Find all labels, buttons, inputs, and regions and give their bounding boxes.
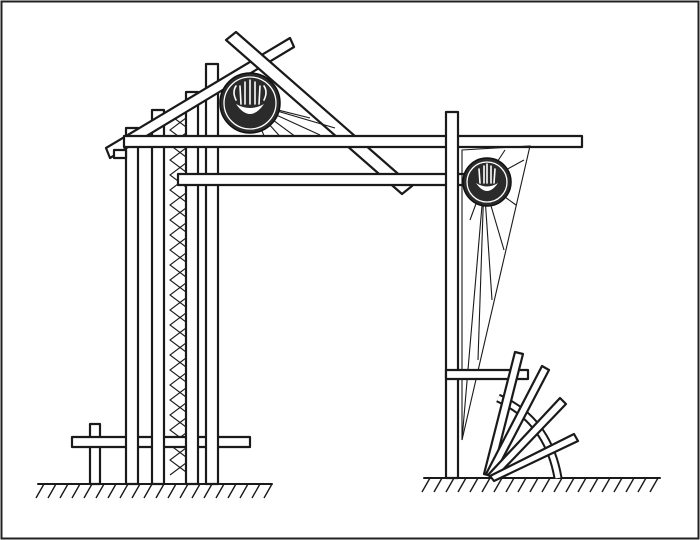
right-post-group (444, 110, 531, 480)
pole-1 (124, 126, 140, 486)
right-crossbar (444, 368, 530, 381)
pole-3 (184, 90, 200, 486)
upper-diagonal-pole (104, 36, 296, 160)
left-tower (70, 30, 584, 486)
pole-2 (150, 108, 166, 486)
middle-beam (176, 172, 480, 187)
pole-4 (204, 62, 220, 486)
lotus-emblem-icon (233, 79, 267, 114)
right-ground (421, 477, 661, 493)
right-post (444, 110, 460, 480)
short-stake (88, 422, 102, 486)
spoke-4 (488, 432, 580, 483)
right-emblem (462, 157, 512, 207)
left-ground (35, 483, 273, 499)
lotus-emblem-icon (476, 163, 498, 191)
beam-end-cap (112, 148, 128, 160)
left-emblem (219, 72, 281, 134)
spoked-wheel (482, 350, 580, 483)
top-beam (122, 134, 584, 149)
